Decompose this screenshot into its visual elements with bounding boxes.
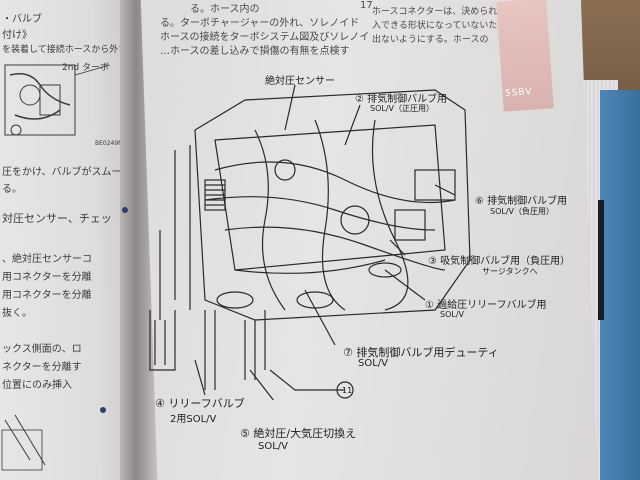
label-switch-valve-5-line1: ⑤ 絶対圧/大気圧切換え xyxy=(240,427,357,440)
left-caption-turbo: 2nd ターボ xyxy=(62,63,110,73)
label-surge-tank: サージタンクへ xyxy=(482,267,538,276)
binding-rivet xyxy=(100,407,106,413)
left-line: 用コネクターを分離 xyxy=(2,290,92,301)
left-line: 位置にのみ挿入 xyxy=(2,380,72,391)
left-line: を装着して接続ホースから外す。 xyxy=(2,45,136,55)
top-text-right: 入できる形状になっていないため xyxy=(372,21,507,31)
left-line: ・バルブ xyxy=(2,14,42,25)
left-line: 対圧センサー、チェッ xyxy=(2,212,112,225)
label-switch-valve-5-line2: SOL/V xyxy=(258,441,288,452)
top-text-line: ホースの接続をターボシステム図及びソレノイ xyxy=(160,32,370,43)
left-line: 抜く。 xyxy=(2,308,32,319)
label-valve-6-line1: ⑥ 排気制御バルブ用 xyxy=(475,196,568,207)
label-duty-valve-7-line1: ⑦ 排気制御バルブ用デューティ xyxy=(343,346,499,359)
label-absolute-pressure-sensor: 絶対圧センサー xyxy=(265,76,335,87)
binder-spine-shadow xyxy=(598,200,604,320)
left-line: 用コネクターを分離 xyxy=(2,272,92,283)
label-valve-2-line1: ② 排気制御バルブ用 xyxy=(355,94,448,105)
label-relief-valve-4-line1: ④ リリーフバルブ xyxy=(155,397,245,410)
top-text-line: る。ターボチャージャーの外れ、ソレノイド xyxy=(160,18,360,29)
top-text-right: 出ないようにする。ホースの xyxy=(372,35,489,45)
left-line: 、絶対圧センサーコ xyxy=(2,254,92,265)
top-text-right: ホースコネクターは、決められた位置に xyxy=(372,7,534,17)
label-duty-valve-7-line2: SOL/V xyxy=(358,358,388,369)
left-line: ネクターを分離す xyxy=(2,362,82,373)
label-valve-3: ③ 吸気制御バルブ用（負圧用） xyxy=(428,256,571,267)
left-engine-illustration xyxy=(4,64,111,136)
label-relief-valve-4-line2: 2用SOL/V xyxy=(170,414,217,425)
left-line: 圧をかけ、バルブがスムー xyxy=(2,167,122,178)
engine-hose-diagram xyxy=(149,84,471,400)
left-line: ックス側面の、ロ xyxy=(2,344,82,355)
left-bottom-sketch xyxy=(1,414,46,471)
top-text-line: る。ホース内の xyxy=(190,4,260,15)
label-valve-6-line2: SOL/V（負圧用） xyxy=(490,207,554,216)
index-tab-text: 5SBV xyxy=(504,87,533,99)
blue-binder xyxy=(600,90,640,480)
label-circle-number: 11 xyxy=(342,386,353,395)
left-figure-code: BE0249M4 xyxy=(95,140,128,147)
left-line: 付け》 xyxy=(2,30,32,41)
label-valve-2-line2: SOL/V（正圧用） xyxy=(370,104,434,113)
label-relief-valve-1-line1: ① 過給圧リリーフバルブ用 xyxy=(425,300,547,311)
top-text-num: 17. xyxy=(360,0,376,11)
left-line: る。 xyxy=(2,184,22,195)
top-text-line: …ホースの差し込みで損傷の有無を点検す xyxy=(160,46,350,57)
label-relief-valve-1-line2: SOL/V xyxy=(440,310,464,319)
binding-rivet xyxy=(122,207,128,213)
